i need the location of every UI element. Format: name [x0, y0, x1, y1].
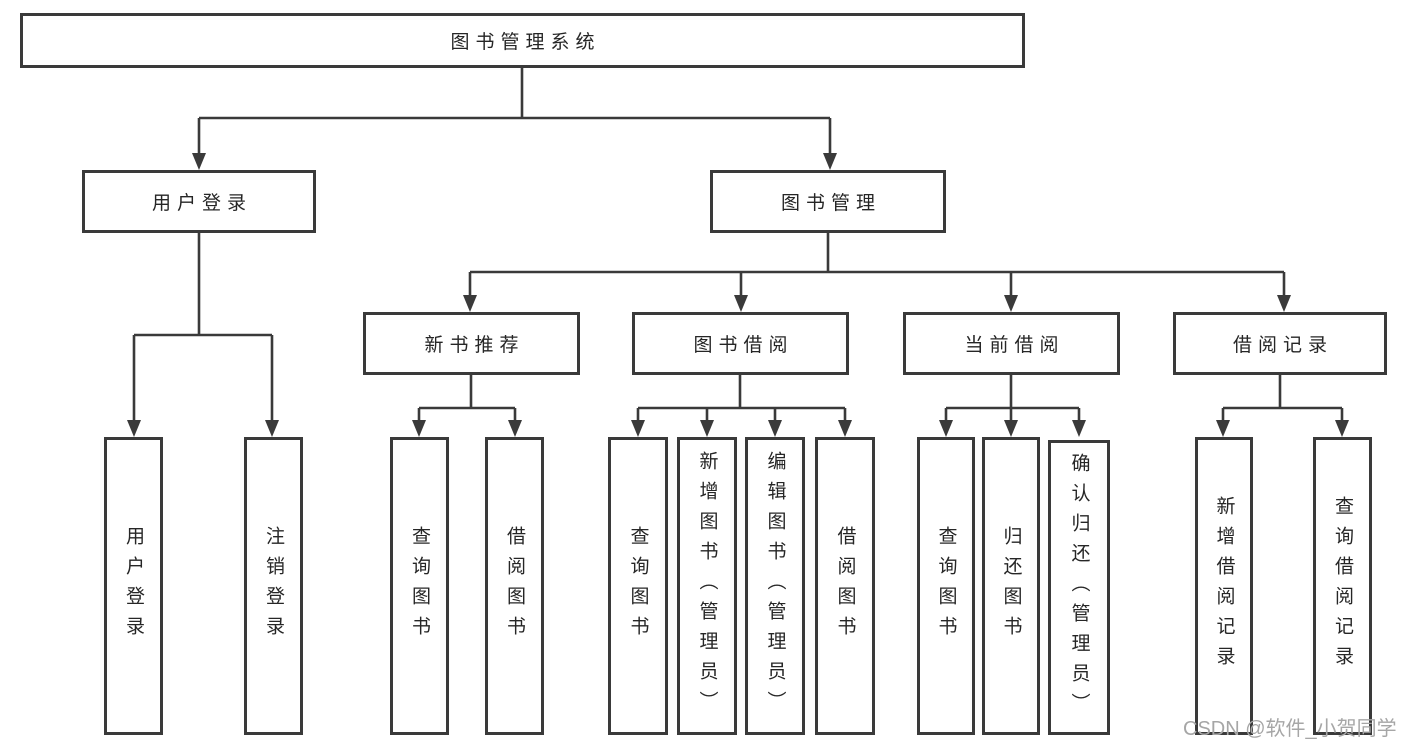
edge-currentborrow-to-leaves [944, 375, 1081, 423]
arrowheads [127, 153, 1349, 437]
node-current-borrow: 当前借阅 [903, 312, 1120, 375]
leaf-borrow-query: 查询图书 [608, 437, 668, 735]
node-user-login: 用户登录 [82, 170, 316, 233]
edge-newbooks-to-leaves [417, 375, 517, 423]
leaf-borrow-add-admin: 新增图书（管理员） [677, 437, 737, 735]
node-root: 图书管理系统 [20, 13, 1025, 68]
leaf-newbook-query: 查询图书 [390, 437, 449, 735]
leaf-current-return: 归还图书 [982, 437, 1040, 735]
leaf-newbook-borrow: 借阅图书 [485, 437, 544, 735]
leaf-current-query: 查询图书 [917, 437, 975, 735]
leaf-record-query: 查询借阅记录 [1313, 437, 1372, 735]
leaf-borrow-edit-admin: 编辑图书（管理员） [745, 437, 805, 735]
edge-bookborrow-to-leaves [636, 375, 847, 423]
node-book-borrow: 图书借阅 [632, 312, 849, 375]
csdn-watermark: CSDN @软件_小贺同学 [1183, 718, 1397, 740]
leaf-current-confirm-admin: 确认归还（管理员） [1048, 440, 1110, 735]
edge-root-to-level1 [197, 68, 832, 156]
node-new-book-recommend: 新书推荐 [363, 312, 580, 375]
node-borrow-records: 借阅记录 [1173, 312, 1387, 375]
edge-bookmgmt-to-level2 [468, 233, 1286, 298]
leaf-logout: 注销登录 [244, 437, 303, 735]
node-book-management: 图书管理 [710, 170, 946, 233]
leaf-user-login: 用户登录 [104, 437, 163, 735]
edge-records-to-leaves [1221, 375, 1344, 423]
edge-userlogin-to-leaves [132, 233, 274, 423]
leaf-borrow-book: 借阅图书 [815, 437, 875, 735]
leaf-record-add: 新增借阅记录 [1195, 437, 1253, 735]
